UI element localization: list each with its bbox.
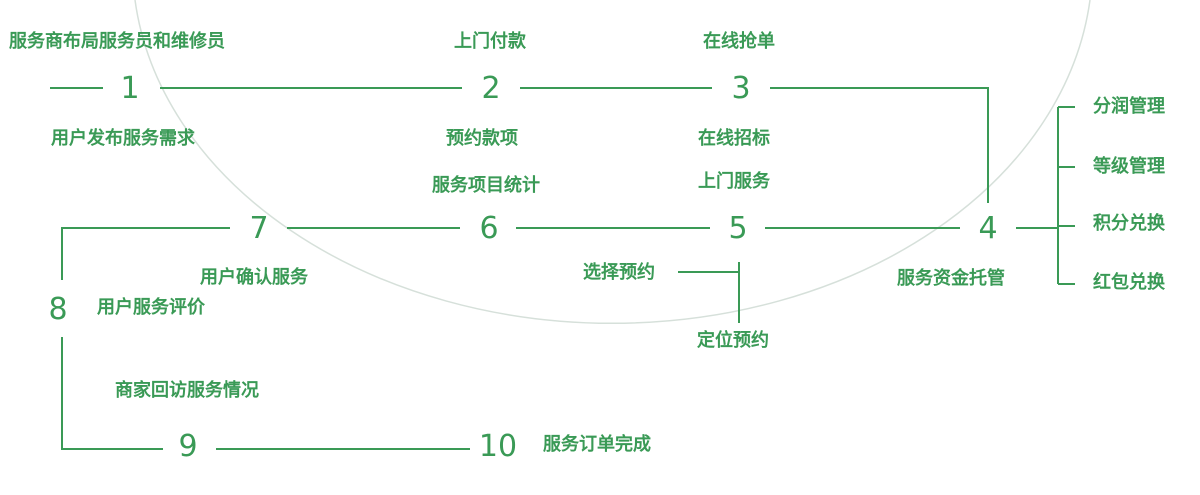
step-1-number: 1: [120, 71, 140, 106]
step-8-bottom-label: 商家回访服务情况: [115, 380, 259, 401]
step-5-number: 5: [728, 211, 748, 246]
line-3-4: [770, 87, 989, 203]
line-7-8: [61, 227, 230, 280]
step-4-number: 4: [978, 211, 998, 246]
step-3-bottom-label: 在线招标: [698, 128, 770, 149]
step-6-number: 6: [479, 211, 499, 246]
branch-item-points-exchange: 积分兑换: [1093, 213, 1165, 234]
step-10-number: 10: [478, 429, 518, 464]
step-10-right-label: 服务订单完成: [543, 434, 651, 455]
step-8-number: 8: [48, 292, 68, 327]
step-1-bottom-label: 用户发布服务需求: [51, 128, 195, 149]
step-2-bottom-label: 预约款项: [446, 128, 518, 149]
branch-item-profit-sharing: 分润管理: [1093, 96, 1165, 117]
line-8-9: [61, 337, 163, 450]
branch-item-redpacket-exchange: 红包兑换: [1093, 272, 1165, 293]
step-5-top-label: 上门服务: [698, 171, 770, 192]
background-arc: [134, 0, 1091, 325]
step-3-top-label: 在线抢单: [703, 31, 775, 52]
step-2-top-label: 上门付款: [454, 31, 526, 52]
step-5-bottom-label: 定位预约: [697, 330, 769, 351]
step-2-number: 2: [481, 71, 501, 106]
step-7-number: 7: [249, 211, 269, 246]
step-5-left-label: 选择预约: [583, 262, 655, 283]
step-7-bottom-label: 用户确认服务: [200, 267, 308, 288]
step-6-top-label: 服务项目统计: [432, 175, 540, 196]
branch-item-level-management: 等级管理: [1093, 156, 1165, 177]
step-9-number: 9: [178, 429, 198, 464]
step-8-right-label: 用户服务评价: [97, 297, 205, 318]
step-3-number: 3: [731, 71, 751, 106]
step-4-bottom-label: 服务资金托管: [897, 268, 1005, 289]
step-1-top-label: 服务商布局服务员和维修员: [9, 31, 225, 52]
